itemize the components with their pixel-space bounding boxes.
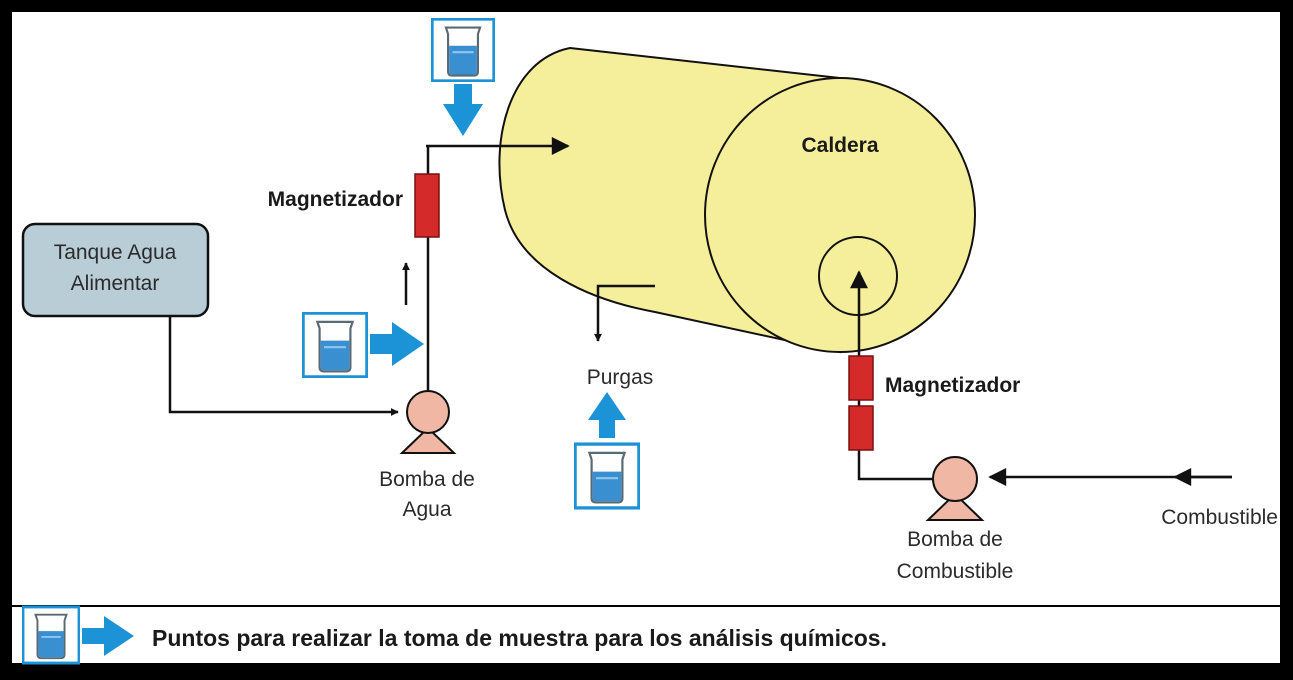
fuel-magnetizer-label: Magnetizador: [885, 374, 1020, 397]
arrow-icon: [443, 84, 483, 136]
arrow-icon: [370, 322, 424, 366]
water-pump-label-line2: Agua: [402, 498, 451, 521]
sample-point-purge: [574, 392, 640, 510]
tank-label-line2: Alimentar: [71, 272, 160, 295]
sample-point-top: [431, 18, 495, 136]
fuel-pump-icon: [925, 456, 985, 521]
arrow-icon: [82, 616, 134, 656]
tank-label-line1: Tanque Agua: [54, 241, 177, 264]
water-magnetizer-label: Magnetizador: [268, 188, 403, 211]
fuel-pump-label-line2: Combustible: [897, 560, 1014, 583]
water-pump-label-line1: Bomba de: [379, 468, 475, 491]
purge-label: Purgas: [587, 366, 654, 389]
beaker-icon: [574, 442, 640, 510]
feed-water-tank: [21, 222, 210, 318]
fuel-pump-label-line1: Bomba de: [907, 528, 1003, 551]
fuel-magnetizer: [848, 355, 874, 451]
fuel-lines: [850, 270, 1232, 486]
water-magnetizer: [414, 173, 440, 238]
legend-text: Puntos para realizar la toma de muestra …: [152, 625, 887, 651]
boiler: [498, 46, 976, 354]
fuel-label: Combustible: [1161, 506, 1278, 529]
legend: Puntos para realizar la toma de muestra …: [22, 605, 887, 665]
boiler-label: Caldera: [801, 134, 878, 157]
beaker-icon: [431, 18, 495, 82]
beaker-icon: [302, 312, 368, 378]
sample-point-pump: [302, 312, 424, 378]
arrow-icon: [588, 392, 626, 438]
water-pump-icon: [399, 390, 457, 454]
beaker-icon: [22, 605, 80, 665]
